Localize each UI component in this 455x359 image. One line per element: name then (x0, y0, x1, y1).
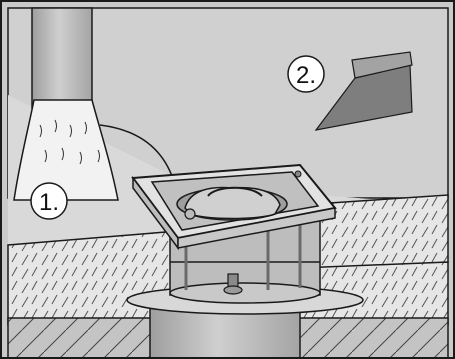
step-label-2: 2. (296, 62, 316, 89)
drain-screw-hole (295, 171, 301, 177)
hose-pipe (32, 8, 92, 108)
step-marker-1: 1. (31, 183, 67, 219)
drain-body-bottom (170, 283, 320, 303)
siphon-knob (185, 209, 195, 219)
step-label-1: 1. (39, 189, 59, 216)
step-marker-2: 2. (288, 56, 324, 92)
siphon-insert (185, 188, 280, 219)
